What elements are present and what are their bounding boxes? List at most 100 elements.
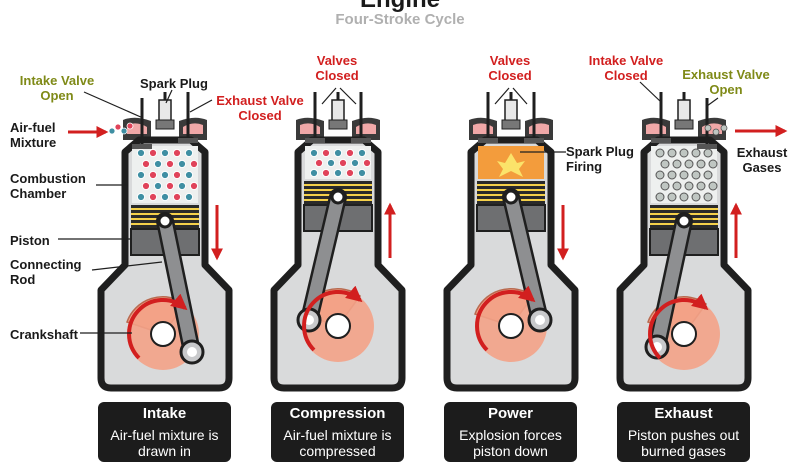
mixture-particle bbox=[345, 148, 355, 158]
wrist-pin bbox=[503, 189, 519, 205]
crank-center-compression bbox=[325, 313, 351, 339]
stroke-description: Piston pushes out burned gases bbox=[627, 427, 740, 459]
mixture-particle bbox=[177, 159, 187, 169]
stroke-card-exhaust: Exhaust Piston pushes out burned gases bbox=[617, 402, 750, 462]
leader-intake-valve bbox=[83, 91, 144, 119]
label-exhaust-gases: Exhaust Gases bbox=[736, 145, 788, 175]
label-air-fuel-mixture: Air-fuel Mixture bbox=[10, 120, 57, 150]
mixture-particle bbox=[148, 148, 158, 158]
mixture-particle bbox=[333, 168, 343, 178]
leader-valves-closed-power-right bbox=[512, 87, 528, 105]
mixture-particle bbox=[148, 170, 158, 180]
exhaust-particle bbox=[667, 148, 677, 158]
label-connecting-rod: Connecting Rod bbox=[10, 257, 82, 287]
mixture-particle bbox=[338, 158, 348, 168]
mixture-particle bbox=[153, 159, 163, 169]
mixture-particle bbox=[136, 148, 146, 158]
mixture-particle bbox=[362, 158, 372, 168]
spark-plug-base bbox=[501, 119, 521, 130]
exhaust-particle bbox=[672, 181, 682, 191]
stroke-title: Intake bbox=[142, 405, 187, 422]
page-subtitle: Four-Stroke Cycle bbox=[335, 11, 465, 28]
stroke-title: Compression bbox=[289, 405, 386, 422]
label-valves-closed-compression: Valves Closed bbox=[315, 53, 359, 83]
mixture-particle bbox=[148, 192, 158, 202]
exhaust-particle bbox=[679, 192, 689, 202]
mixture-particle bbox=[309, 168, 319, 178]
mixture-particle bbox=[172, 192, 182, 202]
mixture-particle bbox=[357, 168, 367, 178]
exhaust-valve-head bbox=[178, 138, 198, 143]
mixture-particle bbox=[141, 181, 151, 191]
intake-valve-head bbox=[132, 144, 152, 149]
outgoing-exhaust-particle bbox=[704, 124, 712, 132]
label-piston: Piston bbox=[10, 233, 50, 248]
spark-plug bbox=[504, 99, 518, 123]
wrist-pin bbox=[157, 213, 173, 229]
spark-plug-base bbox=[674, 119, 694, 130]
mixture-particle bbox=[165, 181, 175, 191]
leader-exhaust-valve bbox=[189, 99, 213, 113]
intake-valve-head bbox=[651, 138, 671, 143]
mixture-particle bbox=[321, 148, 331, 158]
label-exhaust-valve-open: Exhaust Valve Open bbox=[682, 67, 770, 97]
spark-plug-base bbox=[155, 119, 175, 130]
crank-center-power bbox=[498, 313, 524, 339]
mixture-particle bbox=[184, 148, 194, 158]
mixture-particle bbox=[153, 181, 163, 191]
incoming-mixture-particle bbox=[126, 122, 134, 130]
exhaust-particle bbox=[691, 148, 701, 158]
exhaust-particle bbox=[672, 159, 682, 169]
rotation-arrow bbox=[475, 285, 536, 352]
incoming-mixture-particle bbox=[120, 127, 128, 135]
exhaust-particle bbox=[703, 170, 713, 180]
label-valves-closed-power: Valves Closed bbox=[488, 53, 532, 83]
stroke-description: Explosion forces piston down bbox=[459, 427, 562, 459]
stroke-description: Air-fuel mixture is drawn in bbox=[110, 427, 219, 459]
incoming-mixture-particle bbox=[114, 123, 122, 131]
exhaust-particle bbox=[679, 170, 689, 180]
stroke-title: Exhaust bbox=[654, 405, 713, 422]
mixture-particle bbox=[172, 170, 182, 180]
mixture-particle bbox=[177, 181, 187, 191]
exhaust-particle bbox=[703, 192, 713, 202]
exhaust-particle bbox=[708, 181, 718, 191]
exhaust-particle bbox=[703, 148, 713, 158]
intake-valve-head bbox=[305, 138, 325, 143]
spark-flash bbox=[497, 153, 525, 177]
exhaust-particle bbox=[684, 159, 694, 169]
exhaust-particle bbox=[696, 181, 706, 191]
exhaust-particle bbox=[660, 181, 670, 191]
incoming-mixture-particle bbox=[108, 127, 116, 135]
outgoing-exhaust-particle bbox=[720, 124, 728, 132]
rotation-arrow bbox=[302, 285, 363, 352]
label-spark-plug: Spark Plug bbox=[140, 76, 208, 91]
mixture-particle bbox=[136, 192, 146, 202]
exhaust-particle bbox=[691, 192, 701, 202]
mixture-particle bbox=[160, 170, 170, 180]
stroke-card-intake: Intake Air-fuel mixture is drawn in bbox=[98, 402, 231, 462]
mixture-particle bbox=[350, 158, 360, 168]
exhaust-particle bbox=[696, 159, 706, 169]
label-exhaust-valve-closed: Exhaust Valve Closed bbox=[216, 93, 304, 123]
mixture-particle bbox=[184, 192, 194, 202]
label-combustion-chamber: Combustion Chamber bbox=[10, 171, 86, 201]
spark-plug bbox=[158, 99, 172, 123]
exhaust-particle bbox=[655, 170, 665, 180]
mixture-particle bbox=[314, 158, 324, 168]
mixture-particle bbox=[189, 159, 199, 169]
leader-valves-closed-left bbox=[321, 87, 337, 105]
leader-exhaust-valve-open bbox=[706, 97, 719, 107]
spark-plug-base bbox=[328, 119, 348, 130]
mixture-particle bbox=[326, 158, 336, 168]
label-intake-valve-open: Intake Valve Open bbox=[19, 73, 95, 103]
mixture-particle bbox=[321, 168, 331, 178]
label-crankshaft: Crankshaft bbox=[10, 327, 78, 342]
crank-pin-center bbox=[535, 315, 545, 325]
leader-intake-valve-closed bbox=[639, 81, 662, 103]
mixture-particle bbox=[345, 168, 355, 178]
mixture-particle bbox=[172, 148, 182, 158]
mixture-particle bbox=[357, 148, 367, 158]
mixture-particle bbox=[141, 159, 151, 169]
mixture-particle bbox=[189, 181, 199, 191]
